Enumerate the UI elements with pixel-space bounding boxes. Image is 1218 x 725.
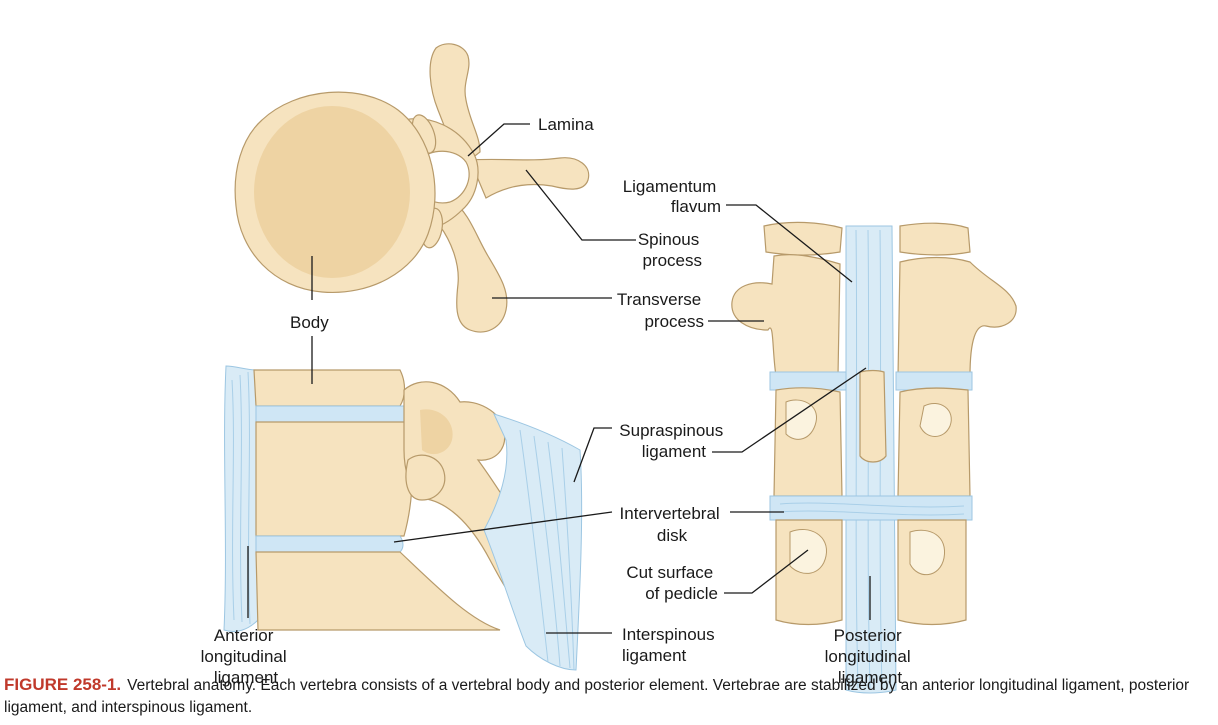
label-lamina: Lamina [538,115,594,134]
label-body: Body [290,313,329,332]
lateral-view-spine [223,365,583,671]
leader-ligamentum-flavum [726,204,853,283]
label-supraspinous-ligament: Supraspinous ligament [619,421,728,461]
label-cut-surface-of-pedicle: Cut surface of pedicle [626,563,718,603]
posterior-view-spine [731,221,1017,694]
label-ligamentum-flavum: Ligamentum flavum [623,177,721,216]
leader-intervertebral-disk-left [393,511,613,543]
label-transverse-process: Transverse process [617,290,706,331]
labels: Lamina Ligamentum flavum Spinous process… [201,115,916,687]
leader-cut-surface [724,549,809,594]
label-interspinous-ligament: Interspinous ligament [622,625,719,665]
superior-view-vertebra [234,43,590,333]
figure-number: FIGURE 258-1. [4,675,122,694]
caption-text: Vertebral anatomy. Each vertebra consist… [4,677,1190,716]
leader-spinous-process [525,169,636,241]
label-spinous-process: Spinous process [638,230,704,270]
label-posterior-longitudinal-ligament: Posterior longitudinal ligament [825,626,916,687]
leader-lamina [467,123,530,157]
figure-caption: FIGURE 258-1.Vertebral anatomy. Each ver… [4,674,1216,719]
leader-lines [247,123,871,634]
leader-supraspinous-right [712,367,867,453]
label-intervertebral-disk: Intervertebral disk [620,504,725,545]
label-anterior-longitudinal-ligament: Anterior longitudinal ligament [201,626,292,687]
leader-supraspinous-left [573,427,612,483]
